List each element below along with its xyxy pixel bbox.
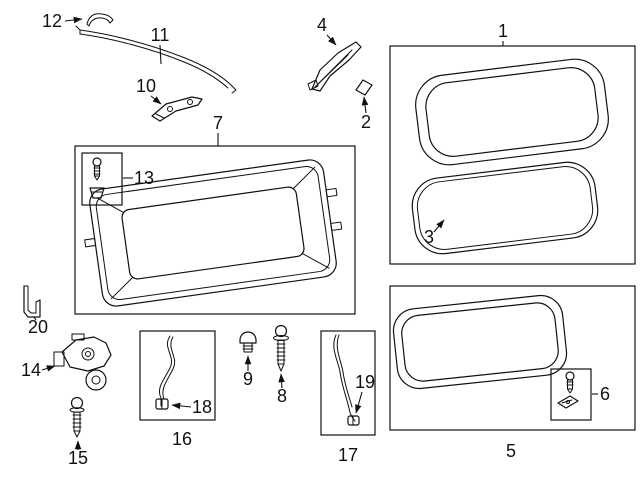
fastener-kit-box [81,152,123,206]
sunshade-box [389,285,636,431]
callout-7: 7 [213,113,223,133]
callout-9: 9 [243,369,253,389]
front-drain-hose-box [139,330,216,421]
callout-12: 12 [42,11,62,31]
leader-8 [278,373,285,389]
callout-6: 6 [600,384,610,404]
retainer-screw [565,371,575,394]
drip-rail [75,25,237,94]
callout-10: 10 [136,76,156,96]
rear-drain-hose-box [320,330,376,436]
callout-4: 4 [317,15,327,35]
leader-10 [150,95,162,105]
leader-14 [41,365,56,372]
callout-16: 16 [172,429,192,449]
callout-20: 20 [28,317,48,337]
callout-15: 15 [68,448,88,468]
retainer-kit-box [550,368,592,421]
leader-12 [64,16,83,24]
callout-17: 17 [338,445,358,465]
sunroof-glass-panel [415,58,609,166]
leader-19 [355,391,363,414]
push-nut [239,331,257,353]
callout-leaders [33,16,598,450]
leader-20 [33,316,37,321]
leader-2 [361,96,369,114]
leader-18 [171,402,192,410]
mounting-bracket [23,285,41,318]
hose-clip-rear [347,415,360,426]
callout-5: 5 [506,441,516,461]
hose-connector [86,13,114,27]
callout-1: 1 [498,21,508,41]
callout-3: 3 [424,227,434,247]
guide-bracket [151,96,203,122]
sunroof-frame [84,159,343,307]
callout-19: 19 [355,372,375,392]
leader-4 [326,34,337,46]
kit-screw [92,157,102,181]
retainer-bracket [557,395,579,409]
callout-2: 2 [361,112,371,132]
callout-18: 18 [192,397,212,417]
sunroof-motor [53,333,112,391]
deflector-pad [355,79,373,96]
callout-14: 14 [21,360,41,380]
leader-3 [433,219,445,233]
callout-8: 8 [277,386,287,406]
hose-clip-front [155,398,169,410]
motor-screw [69,396,85,438]
callout-11: 11 [151,25,170,45]
front-drain-hose [158,335,176,407]
leader-11 [159,44,162,65]
sunroof-seal [411,161,599,255]
frame-assembly-box [74,145,356,315]
glass-panel-box [389,45,636,265]
kit-grommet [89,187,105,199]
wind-deflector [307,41,362,92]
sunshade-panel [392,294,568,390]
frame-screw [273,324,289,372]
callout-13: 13 [134,168,154,188]
